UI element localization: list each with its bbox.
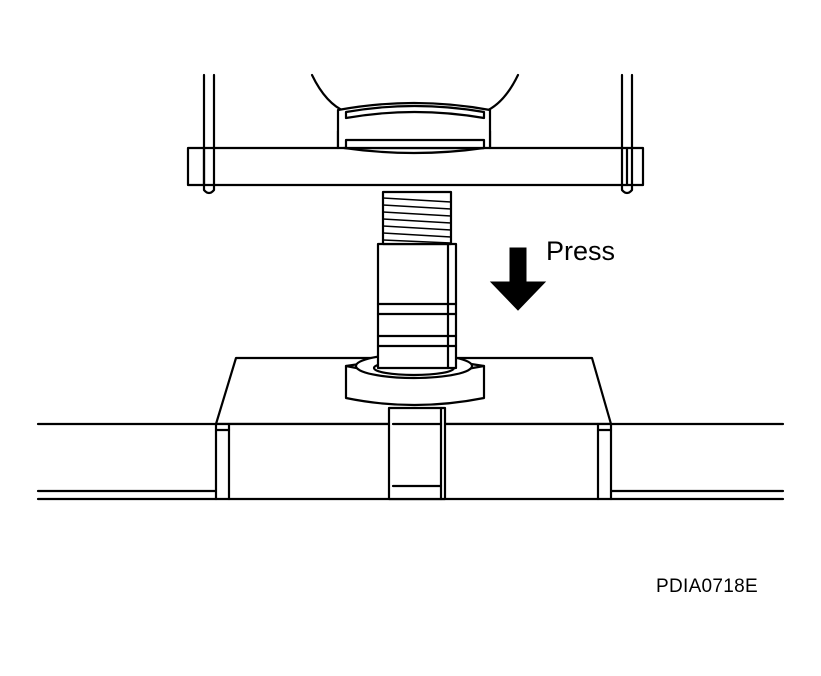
- rail-right: [609, 422, 785, 501]
- press-shaft: [376, 242, 458, 370]
- press-arrow-icon: [489, 247, 547, 311]
- press-head: [310, 73, 520, 155]
- figure-code: PDIA0718E: [656, 576, 758, 597]
- threaded-screw: [381, 190, 453, 246]
- rail-left: [36, 422, 218, 501]
- press-label: Press: [546, 236, 616, 266]
- side-rods: [202, 73, 634, 195]
